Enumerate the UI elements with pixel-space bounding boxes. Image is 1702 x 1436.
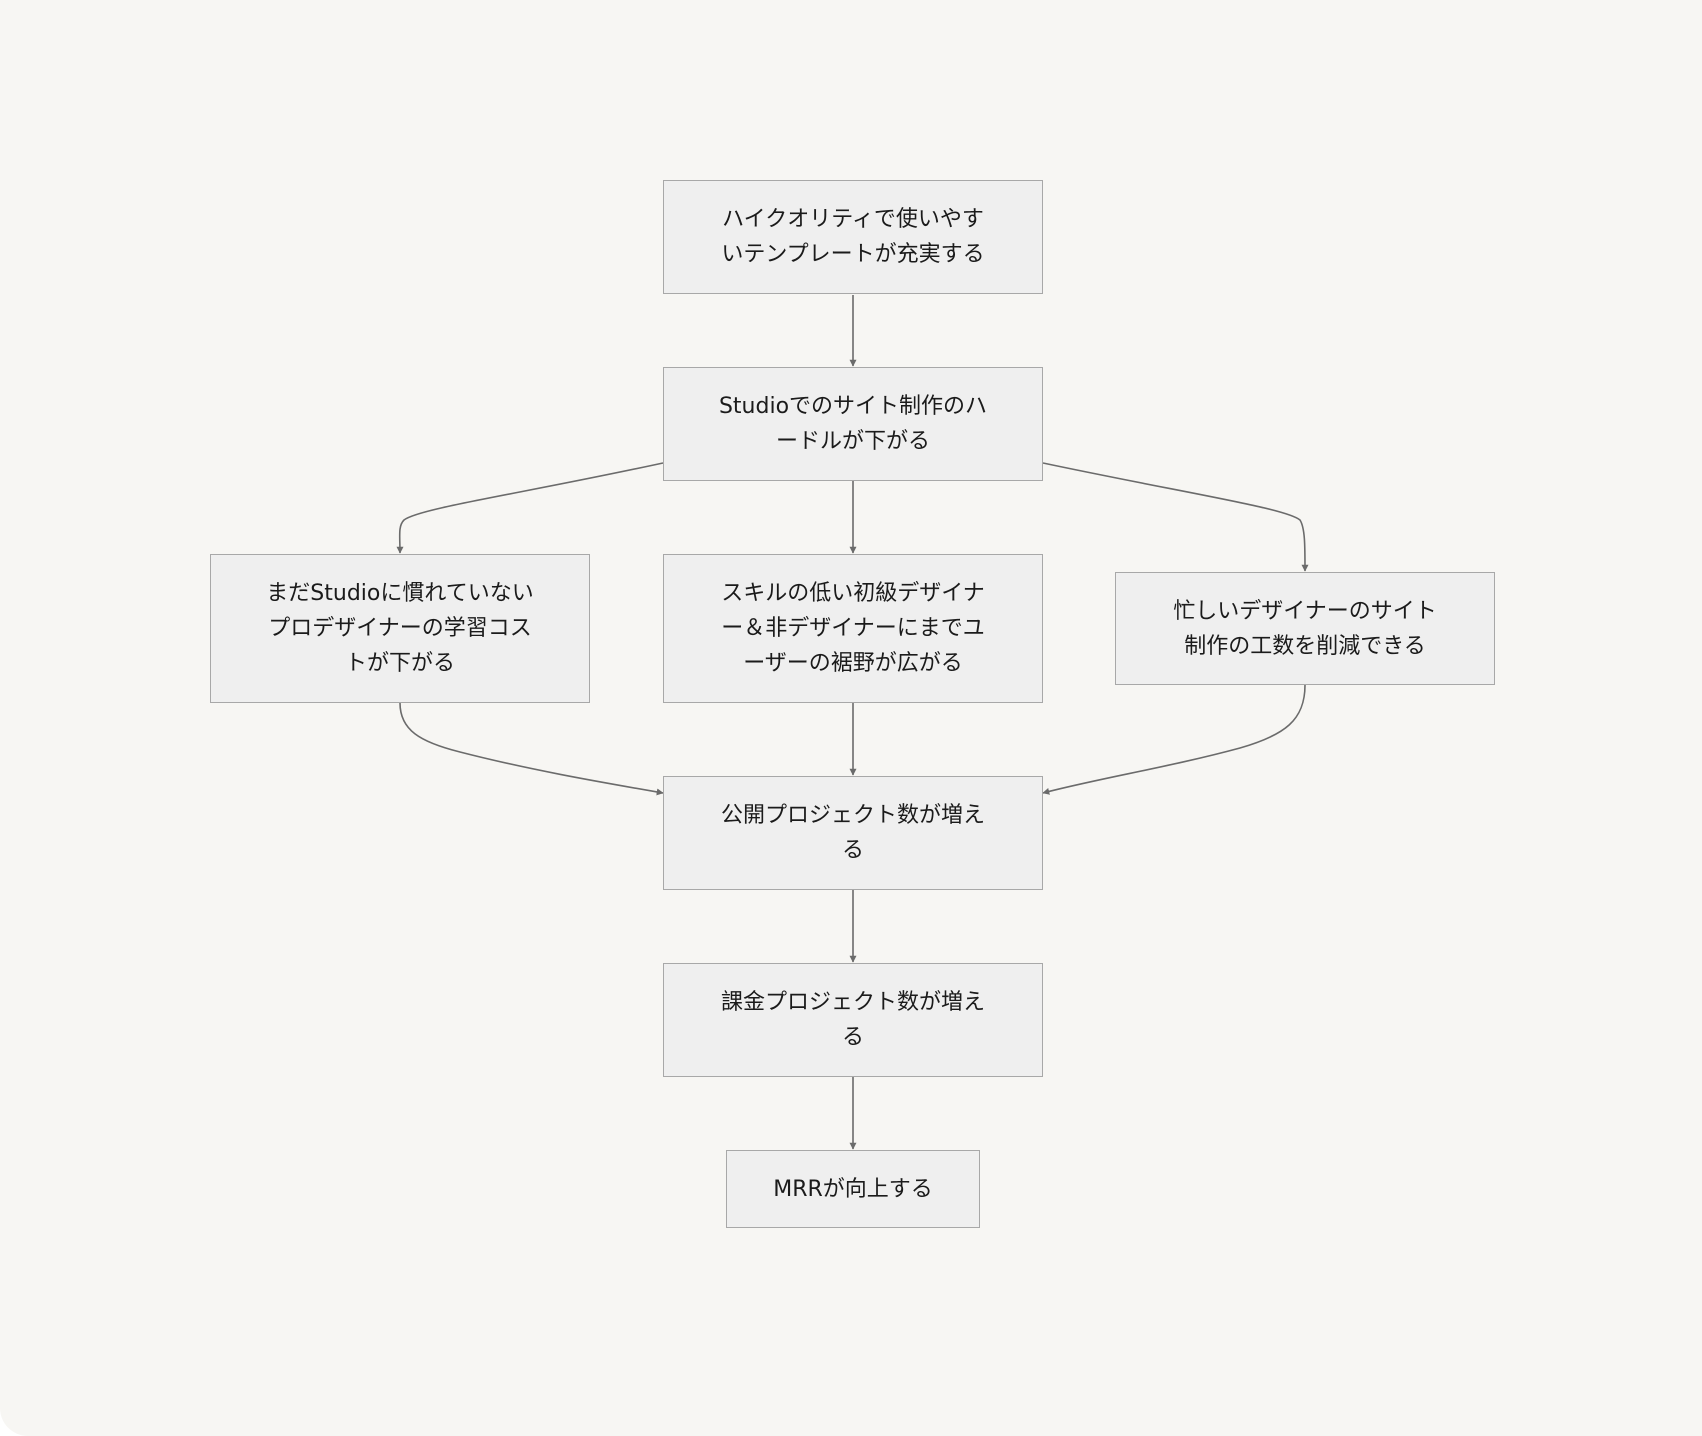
node-user-base-expands-label: スキルの低い初級デザイナ ー＆非デザイナーにまでユ ーザーの裾野が広がる (721, 581, 985, 676)
edge-n3-n6 (399, 702, 664, 796)
node-reduce-workload: 忙しいデザイナーのサイト 制作の工数を削減できる (1115, 572, 1495, 685)
edge-n2-n3 (396, 462, 664, 554)
node-paid-projects-label: 課金プロジェクト数が増え る (720, 990, 985, 1050)
node-reduce-workload-label: 忙しいデザイナーのサイト 制作の工数を削減できる (1173, 598, 1437, 659)
edge-n5-n6 (1042, 684, 1306, 795)
node-lower-hurdle: Studioでのサイト制作のハ ードルが下がる (663, 367, 1043, 481)
node-paid-projects: 課金プロジェクト数が増え る (663, 963, 1043, 1077)
node-template-quality: ハイクオリティで使いやす いテンプレートが充実する (663, 180, 1043, 294)
node-published-projects: 公開プロジェクト数が増え る (663, 776, 1043, 890)
node-mrr-up: MRRが向上する (726, 1150, 980, 1228)
node-pro-learning-cost: まだStudioに慣れていない プロデザイナーの学習コス トが下がる (210, 554, 590, 703)
node-template-quality-label: ハイクオリティで使いやす いテンプレートが充実する (721, 207, 985, 267)
node-pro-learning-cost-label: まだStudioに慣れていない プロデザイナーの学習コス トが下がる (266, 581, 534, 676)
node-published-projects-label: 公開プロジェクト数が増え る (720, 803, 985, 863)
node-lower-hurdle-label: Studioでのサイト制作のハ ードルが下がる (718, 394, 988, 454)
node-mrr-up-label: MRRが向上する (773, 1176, 933, 1202)
edge-n2-n5 (1042, 462, 1309, 572)
node-user-base-expands: スキルの低い初級デザイナ ー＆非デザイナーにまでユ ーザーの裾野が広がる (663, 554, 1043, 703)
